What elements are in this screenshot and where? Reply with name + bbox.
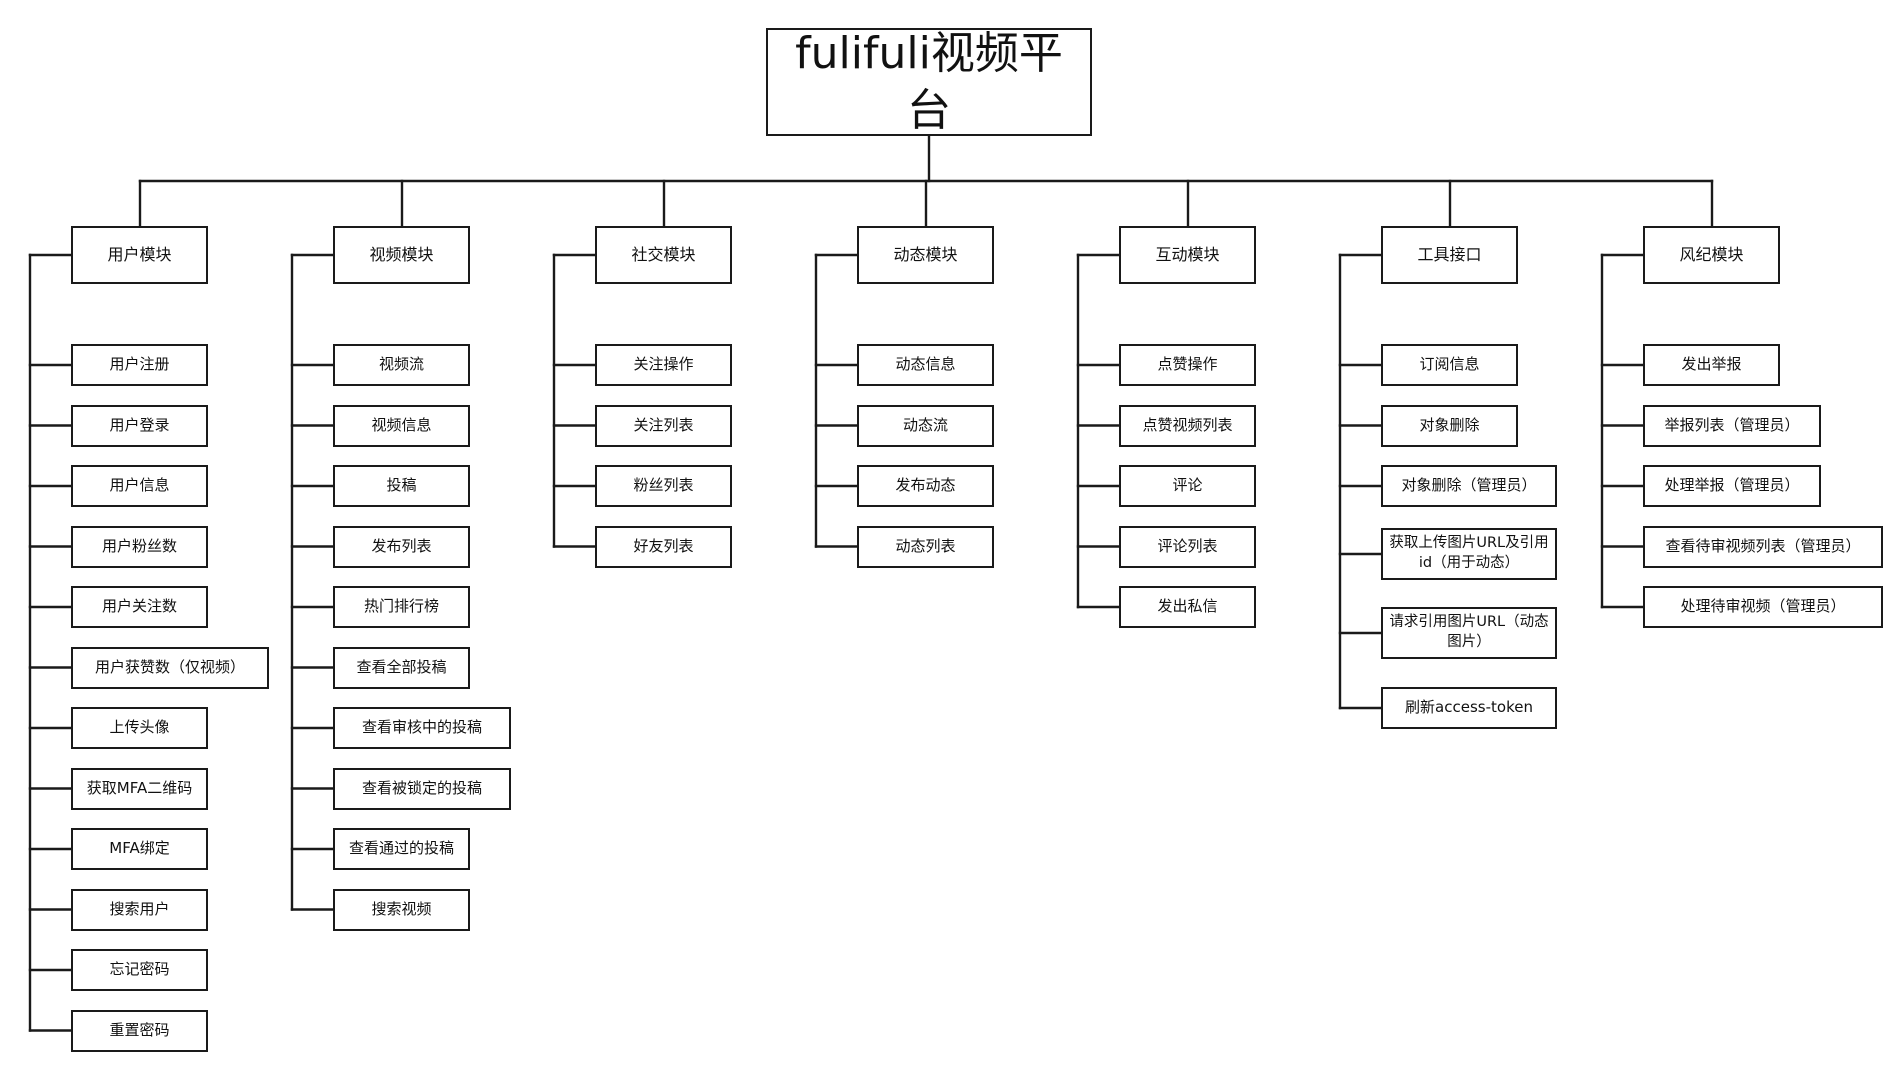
module-2-item-10: 搜索视频 <box>333 888 470 931</box>
module-5-item-1: 点赞操作 <box>1119 344 1256 386</box>
module-7-item-3: 处理举报（管理员） <box>1643 465 1821 507</box>
module-1-item-2: 用户登录 <box>71 404 208 447</box>
module-2-item-7: 查看审核中的投稿 <box>333 707 511 749</box>
module-3-item-2: 关注列表 <box>595 404 732 447</box>
module-2-item-4: 发布列表 <box>333 525 470 568</box>
module-7-item-2: 举报列表（管理员） <box>1643 404 1821 447</box>
module-4-item-4: 动态列表 <box>857 525 994 568</box>
module-6-item-1: 订阅信息 <box>1381 344 1518 386</box>
module-2-item-3: 投稿 <box>333 465 470 507</box>
module-7-item-4: 查看待审视频列表（管理员） <box>1643 525 1883 568</box>
module-7-item-1: 发出举报 <box>1643 344 1780 386</box>
module-2: 视频模块 <box>333 226 470 284</box>
module-6-item-2: 对象删除 <box>1381 404 1518 447</box>
module-3-item-3: 粉丝列表 <box>595 465 732 507</box>
module-1-item-4: 用户粉丝数 <box>71 525 208 568</box>
module-4-item-3: 发布动态 <box>857 465 994 507</box>
module-1-item-9: MFA绑定 <box>71 828 208 870</box>
module-1-item-12: 重置密码 <box>71 1009 208 1052</box>
module-2-item-9: 查看通过的投稿 <box>333 828 470 870</box>
module-4-item-1: 动态信息 <box>857 344 994 386</box>
module-1-item-8: 获取MFA二维码 <box>71 767 208 810</box>
module-1-item-7: 上传头像 <box>71 707 208 749</box>
module-1-item-1: 用户注册 <box>71 344 208 386</box>
module-3-item-1: 关注操作 <box>595 344 732 386</box>
module-5-item-4: 评论列表 <box>1119 525 1256 568</box>
module-4: 动态模块 <box>857 226 994 284</box>
module-1-item-10: 搜索用户 <box>71 888 208 931</box>
module-6: 工具接口 <box>1381 226 1518 284</box>
module-3: 社交模块 <box>595 226 732 284</box>
module-2-item-8: 查看被锁定的投稿 <box>333 767 511 810</box>
module-6-item-5: 请求引用图片URL（动态图片） <box>1381 607 1557 659</box>
module-2-item-2: 视频信息 <box>333 404 470 447</box>
module-7: 风纪模块 <box>1643 226 1780 284</box>
module-5: 互动模块 <box>1119 226 1256 284</box>
module-4-item-2: 动态流 <box>857 404 994 447</box>
module-5-item-2: 点赞视频列表 <box>1119 404 1256 447</box>
module-1-item-3: 用户信息 <box>71 465 208 507</box>
module-2-item-5: 热门排行榜 <box>333 586 470 628</box>
module-1: 用户模块 <box>71 226 208 284</box>
root-title: fulifuli视频平台 <box>766 28 1092 136</box>
module-1-item-5: 用户关注数 <box>71 586 208 628</box>
module-6-item-6: 刷新access-token <box>1381 687 1557 729</box>
module-5-item-5: 发出私信 <box>1119 586 1256 628</box>
module-2-item-1: 视频流 <box>333 344 470 386</box>
module-7-item-5: 处理待审视频（管理员） <box>1643 586 1883 628</box>
module-2-item-6: 查看全部投稿 <box>333 646 470 689</box>
module-1-item-6: 用户获赞数（仅视频） <box>71 646 269 689</box>
module-5-item-3: 评论 <box>1119 465 1256 507</box>
module-1-item-11: 忘记密码 <box>71 949 208 991</box>
module-3-item-4: 好友列表 <box>595 525 732 568</box>
module-6-item-3: 对象删除（管理员） <box>1381 465 1557 507</box>
module-6-item-4: 获取上传图片URL及引用id（用于动态） <box>1381 528 1557 580</box>
